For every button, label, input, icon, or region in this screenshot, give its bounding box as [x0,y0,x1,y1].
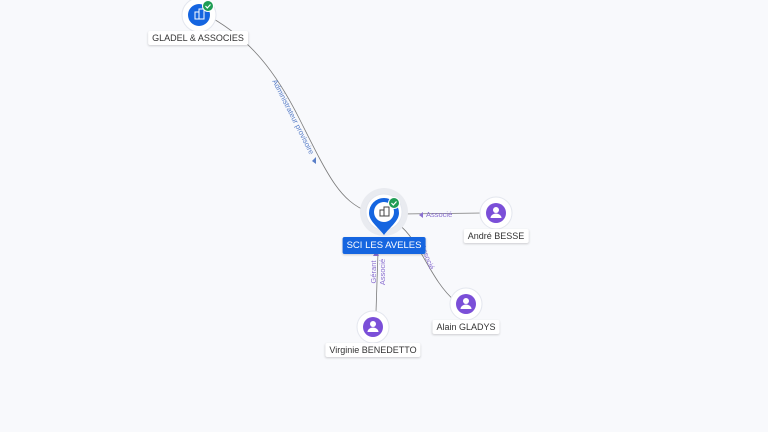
arrow-icon [419,212,423,218]
node-label-gladel[interactable]: GLADEL & ASSOCIES [148,31,248,45]
verified-badge-icon [388,197,400,209]
edge-virginie-sci [375,251,379,313]
node-label-alain[interactable]: Alain GLADYS [432,320,500,334]
person-icon [460,298,472,309]
node-alain[interactable] [449,287,483,321]
node-andre[interactable] [479,196,513,230]
person-icon [367,321,379,332]
edge-label-virginie-1: Gérant [369,260,378,284]
building-icon [194,8,205,20]
node-label-andre[interactable]: André BESSE [463,229,529,243]
edge-label-administrateur: Administrateur provisoire [270,78,316,156]
node-label-virginie[interactable]: Virginie BENEDETTO [325,343,421,357]
node-gladel[interactable] [181,0,217,33]
verified-badge-icon [202,0,214,12]
edge-label-virginie-2: Associé [378,259,387,285]
arrow-icon [312,157,316,164]
node-virginie[interactable] [356,310,390,344]
node-label-sci[interactable]: SCI LES AVELES [342,237,426,254]
building-icon [379,206,390,217]
edge-alain-sci [397,223,456,302]
person-icon [490,207,502,218]
edge-label-andre: Associé [426,210,452,219]
edge-andre-sci [401,212,483,215]
node-sci[interactable] [360,188,408,236]
